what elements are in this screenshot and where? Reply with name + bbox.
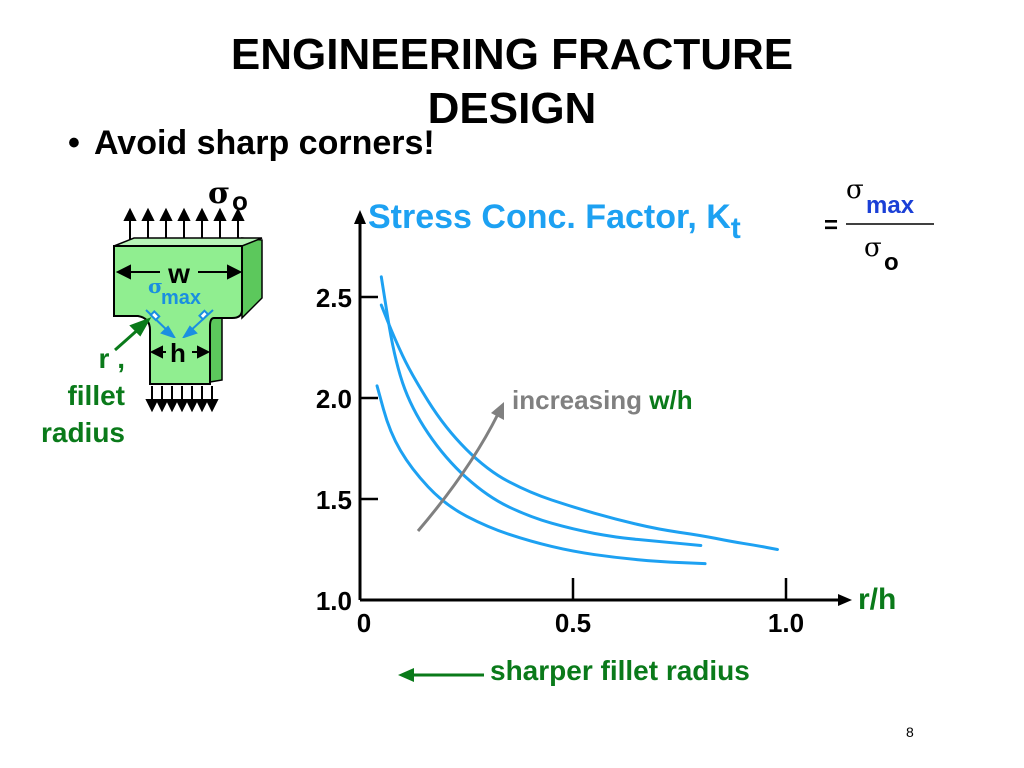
applied-stress-subscript: o [232,186,248,216]
y-tick-label: 2.5 [316,283,352,313]
increasing-annotation-text: increasing [512,385,642,415]
chart-curve-1 [379,303,779,551]
denominator-symbol: σ [864,233,882,263]
x-tick-label: 0 [357,608,371,638]
numerator-subscript: max [866,192,915,219]
applied-stress-symbol: σ [208,176,230,211]
fillet-label-line1: r , [98,343,125,374]
fillet-label-line2: fillet [67,380,125,411]
numerator-symbol: σ [846,175,864,205]
bullet-point: • Avoid sharp corners! [68,124,435,163]
increasing-annotation-arrow [416,402,504,532]
bullet-dot-icon: • [68,124,80,162]
y-tick-label: 2.0 [316,384,352,414]
bottom-load-arrows [145,386,219,413]
x-tick-label: 0.5 [555,608,591,638]
height-label: h [170,338,186,368]
chart-curves [375,275,779,566]
sharper-fillet-annotation: sharper fillet radius [490,655,750,686]
top-load-arrows [123,207,245,240]
bullet-text: Avoid sharp corners! [94,124,435,162]
increasing-annotation-highlight: w/h [648,385,692,415]
chart-axes [354,210,852,606]
chart-curve-2 [379,275,703,547]
stress-concentration-arrows [145,309,214,339]
max-stress-subscript: max [161,287,201,309]
page-number: 8 [906,724,914,740]
height-label-bg [166,338,192,364]
width-label-bg [160,258,198,284]
denominator-subscript: o [884,249,899,276]
fillet-radius-label: r , fillet radius [10,340,125,451]
increasing-annotation: increasing w/h [512,385,693,415]
y-tick-label: 1.5 [316,485,352,515]
max-stress-symbol: σ [148,274,163,298]
chart-curve-3 [375,384,707,566]
slide-title: ENGINEERING FRACTURE DESIGN [0,28,1024,136]
sharper-direction-arrow [398,668,484,682]
x-axis-arrowhead [838,594,852,606]
slide-title-line2: DESIGN [427,84,597,133]
stress-concentration-subscript: t [730,212,741,245]
fillet-label-line3: radius [40,417,125,448]
fillet-pointer-arrow [114,317,152,352]
width-label: w [167,258,190,289]
chart-ticks: 1.0 1.5 2.0 2.5 0 0.5 1.0 [316,283,804,638]
stress-concentration-text: Stress Conc. Factor, K [368,198,731,236]
y-axis-arrowhead [354,210,366,224]
slide-title-line1: ENGINEERING FRACTURE [230,30,794,79]
y-tick-label: 1.0 [316,586,352,616]
height-dimension-arrow [149,345,211,359]
x-axis-label: r/h [858,583,896,616]
formula-equals: = [824,212,839,239]
x-tick-label: 1.0 [768,608,804,638]
stress-concentration-label: Stress Conc. Factor, Kt [368,198,741,245]
